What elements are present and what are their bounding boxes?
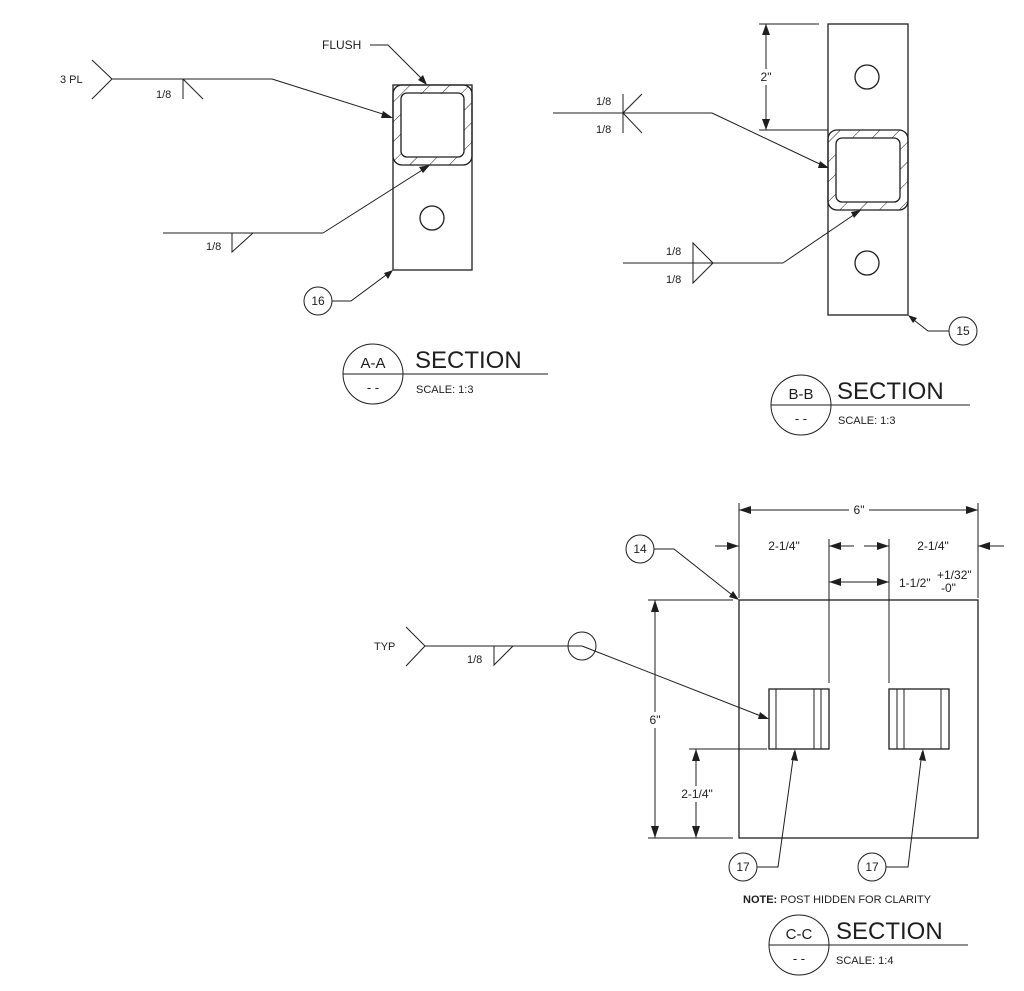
bb-section-label: SECTION: [837, 378, 944, 405]
cc-section-id: C-C: [786, 926, 813, 943]
cc-section-title: C-C - - SECTION SCALE: 1:4: [768, 914, 968, 976]
aa-weld-bottom-leader: [322, 166, 428, 234]
svg-text:15: 15: [956, 324, 970, 338]
bb-weld-bottom-leader: [782, 211, 859, 264]
cc-dim-gap-outer: [829, 542, 889, 550]
cc-scale: SCALE: 1:4: [836, 955, 893, 967]
svg-text:16: 16: [311, 294, 325, 308]
aa-sheet-ref: - -: [367, 380, 379, 395]
bb-weld-bottom-size-above: 1/8: [666, 246, 681, 258]
aa-section-label: SECTION: [415, 347, 522, 374]
cc-balloon-14: 14: [625, 534, 739, 600]
bb-dimension-2in: 2": [756, 23, 828, 131]
svg-text:6": 6": [854, 503, 865, 517]
bb-weld-symbol-top: 1/8 1/8: [553, 93, 829, 168]
cc-weld-all-around-icon: [567, 631, 597, 661]
section-aa: FLUSH 3 PL 1/8 1/8 16: [60, 38, 548, 405]
svg-text:+1/32": +1/32": [937, 568, 972, 582]
aa-weld-top-tail: [91, 59, 113, 100]
cc-section-label: SECTION: [836, 918, 943, 945]
aa-weld-top-tail-note: 3 PL: [60, 74, 83, 86]
cc-weld-size: 1/8: [467, 654, 482, 666]
cc-sheet-ref: - -: [793, 951, 805, 966]
aa-flush-leader: [370, 44, 426, 83]
bb-section-title: B-B - - SECTION SCALE: 1:3: [770, 374, 970, 436]
aa-plate: [392, 84, 473, 271]
aa-fillet-weld-arrow-side: [231, 232, 254, 254]
bb-weld-top-size-below: 1/8: [596, 124, 611, 136]
svg-text:17: 17: [736, 860, 750, 874]
bb-section-id: B-B: [788, 386, 813, 403]
aa-weld-symbol-bottom: 1/8: [163, 165, 430, 254]
bb-bolt-hole-bottom: [854, 250, 880, 276]
cc-weld-symbol: TYP 1/8: [374, 626, 769, 719]
aa-flush-arrowhead: [418, 75, 427, 85]
bb-weld-top-leader: [711, 112, 827, 168]
cc-tab-left: [768, 688, 830, 750]
svg-text:2-1/4": 2-1/4": [768, 539, 800, 553]
aa-weld-top-size: 1/8: [156, 89, 171, 101]
bb-weld-top-size-above: 1/8: [596, 96, 611, 108]
bb-plate: [827, 23, 909, 316]
bb-scale: SCALE: 1:3: [838, 415, 895, 427]
svg-text:14: 14: [633, 542, 647, 556]
aa-flush-note: FLUSH: [322, 38, 361, 52]
aa-section-title: A-A - - SECTION SCALE: 1:3: [342, 343, 548, 405]
aa-balloon-16: 16: [303, 270, 393, 316]
bb-weld-symbol-bottom: 1/8 1/8: [623, 210, 861, 286]
aa-weld-top-leader: [271, 78, 390, 117]
cc-note: NOTE: POST HIDDEN FOR CLARITY: [743, 894, 932, 906]
cc-tab-right: [888, 688, 950, 750]
aa-tube: [392, 84, 473, 166]
svg-text:1-1/2": 1-1/2": [899, 576, 931, 590]
bb-weld-bottom-size-below: 1/8: [666, 274, 681, 286]
aa-section-id: A-A: [360, 355, 385, 372]
aa-weld-bottom-size: 1/8: [206, 241, 221, 253]
cc-dim-bottom-offset: 2-1/4": [675, 748, 767, 838]
cc-balloon-17-left: 17: [728, 749, 798, 882]
section-bb: 2" 1/8 1/8 1/8 1/8 15: [553, 23, 978, 436]
aa-bolt-hole: [419, 205, 445, 231]
svg-text:6": 6": [650, 713, 661, 727]
svg-text:2": 2": [761, 70, 772, 84]
svg-text:17: 17: [865, 860, 879, 874]
cc-balloon-17-right: 17: [857, 749, 926, 882]
aa-weld-symbol-top: 3 PL 1/8: [60, 59, 393, 118]
cc-dim-right-offset: 2-1/4": [917, 539, 1004, 553]
svg-text:-0": -0": [941, 581, 956, 595]
section-cc: 6" 2-1/4" 2-1/4" 1-1/2" +1/32" -: [374, 502, 1004, 976]
cc-base-plate: [738, 599, 979, 839]
cc-weld-tail-note: TYP: [374, 641, 395, 653]
bb-tube: [827, 129, 909, 211]
cc-dim-gap-toleranced: 1-1/2" +1/32" -0": [829, 568, 972, 595]
cc-dim-overall-width: 6": [739, 502, 978, 518]
svg-text:2-1/4": 2-1/4": [917, 539, 949, 553]
bb-sheet-ref: - -: [795, 411, 807, 426]
cc-dim-overall-height: 6": [645, 599, 733, 839]
cc-dim-left-offset: 2-1/4": [715, 539, 800, 553]
svg-text:2-1/4": 2-1/4": [681, 787, 713, 801]
aa-scale: SCALE: 1:3: [416, 384, 473, 396]
bb-bolt-hole-top: [854, 64, 880, 90]
bb-balloon-15: 15: [908, 315, 978, 346]
